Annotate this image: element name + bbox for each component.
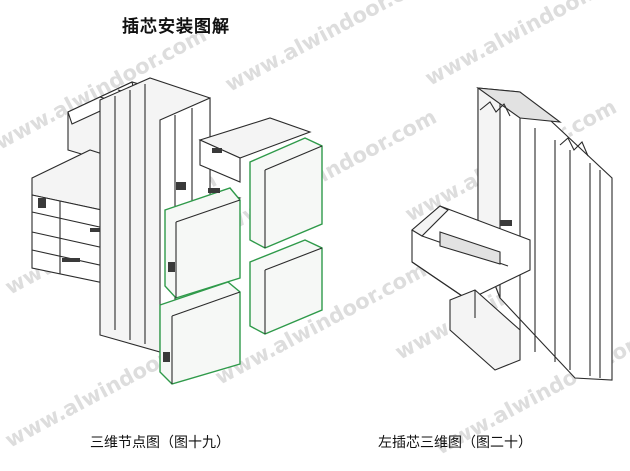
glass-panel (249, 137, 323, 249)
joint-3d-drawing (31, 77, 323, 385)
glass-panel (164, 187, 241, 299)
glass-panel (249, 239, 323, 335)
insert-core-3d-drawing (411, 87, 613, 381)
page-title: 插芯安装图解 (122, 17, 230, 37)
glass-panel (159, 281, 241, 385)
figure-20-caption: 左插芯三维图（图二十） (378, 435, 532, 451)
figure-19-caption: 三维节点图（图十九） (90, 435, 230, 451)
watermark-text: www.alwindoor.com (221, 0, 440, 96)
watermark-text: www.alwindoor.com (421, 0, 630, 90)
